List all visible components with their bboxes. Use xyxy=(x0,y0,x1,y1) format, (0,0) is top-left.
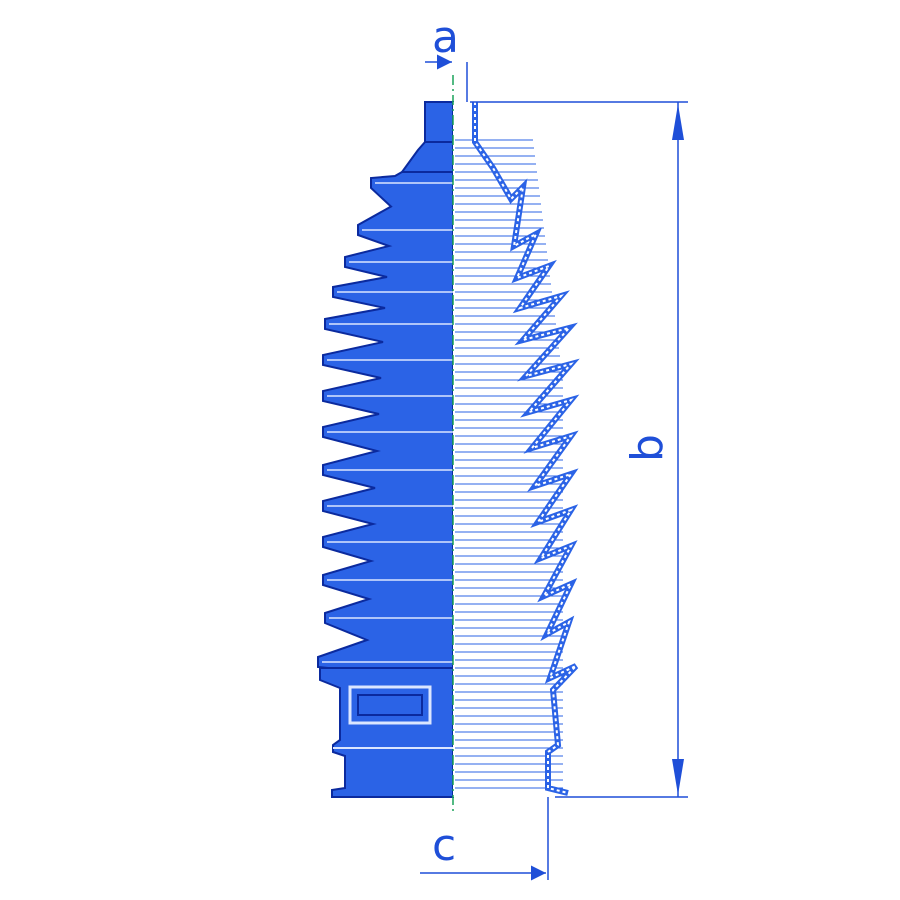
dimension-b: b xyxy=(470,101,688,798)
boot-convolutions xyxy=(317,171,454,669)
dimension-a: a xyxy=(425,12,468,102)
section-wall-profile xyxy=(472,102,580,796)
section-fill xyxy=(453,102,457,797)
dim-c-label: c xyxy=(432,820,456,871)
boot-fold-outline xyxy=(317,171,454,669)
section-horizontal-lines xyxy=(455,139,563,789)
section-wall-hatch xyxy=(474,102,577,794)
dim-b-label: b xyxy=(622,434,673,462)
boot-exterior-half xyxy=(317,101,454,798)
dim-b-arrow-top xyxy=(672,104,684,140)
dimension-c: c xyxy=(420,797,549,881)
boot-shoulder xyxy=(400,141,454,173)
boot-neck xyxy=(424,101,454,143)
boot-cuff-window-inner xyxy=(357,694,423,716)
dim-a-label: a xyxy=(432,12,459,63)
dim-b-arrow-bottom xyxy=(672,759,684,795)
boot-section-half xyxy=(453,102,580,797)
